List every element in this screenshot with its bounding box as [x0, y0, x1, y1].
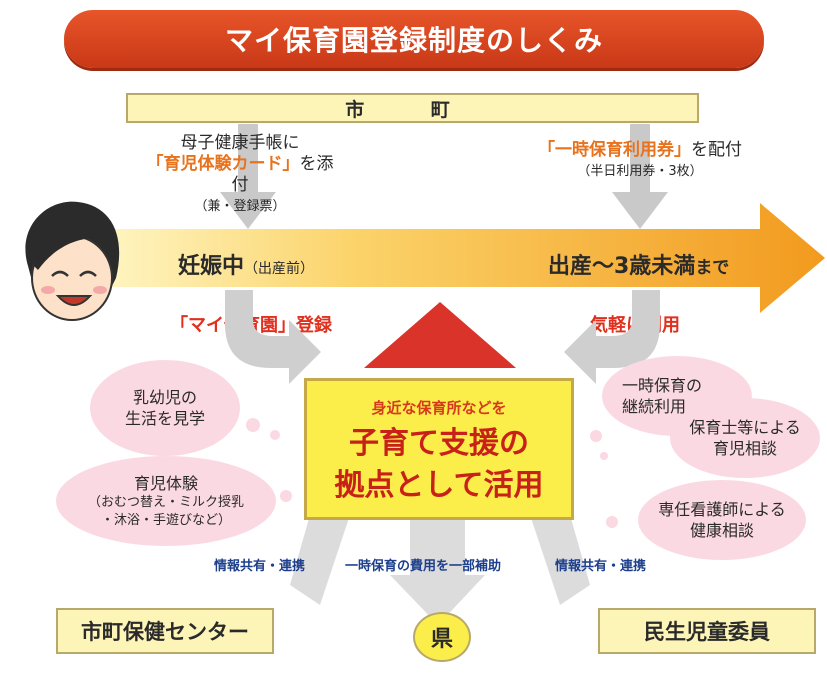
timeline-arrow [100, 203, 825, 313]
bubble-consult-line2: 育児相談 [712, 439, 777, 458]
pregnancy-label: 妊娠中 [178, 254, 245, 279]
bubble-experience-title: 育児体験 [133, 473, 198, 493]
period-after-birth: 出産～3歳未満まで [548, 248, 729, 280]
down-arrow-left-icon [220, 124, 276, 229]
hub-sub: 身近な保育所などを [371, 399, 507, 417]
left-note-line2-suffix: を添付 [231, 154, 334, 195]
city-bar: 市 町 [126, 93, 699, 123]
prefecture-label: 県 [430, 627, 453, 652]
bubble-nurse: 専任看護師による 健康相談 [638, 480, 806, 560]
welfare-label: 民生児童委員 [644, 620, 770, 644]
bubble-nurse-line2: 健康相談 [689, 521, 754, 540]
left-note: 母子健康手帳に 「育児体験カード」を添付 （兼・登録票） [140, 133, 340, 217]
after-birth-sub: まで [695, 258, 730, 278]
period-pregnancy: 妊娠中（出産前） [178, 248, 314, 280]
right-note-suffix: を配付 [691, 140, 742, 160]
curved-arrow-left-icon [225, 290, 321, 384]
hub-line1: 子育て支援の [349, 426, 529, 461]
bubble-nurse-line1: 専任看護師による [658, 500, 786, 519]
link-left: 情報共有・連携 [214, 559, 306, 574]
bubble-dot [280, 490, 292, 502]
left-note-sub: （兼・登録票） [194, 199, 286, 214]
health-center-label: 市町保健センター [81, 620, 249, 644]
bubble-consult: 保育士等による 育児相談 [670, 398, 820, 478]
bubble-experience: 育児体験 （おむつ替え・ミルク授乳 ・沐浴・手遊びなど） [56, 456, 276, 546]
bubble-dot [600, 452, 608, 460]
bubble-experience-detail2: ・沐浴・手遊びなど） [100, 512, 231, 528]
title-banner: マイ保育園登録制度のしくみ [64, 10, 764, 68]
welfare-box: 民生児童委員 [598, 608, 816, 654]
left-note-line1: 母子健康手帳に [180, 133, 300, 153]
ticket-label: 「一時保育利用券」 [538, 140, 691, 160]
bubble-experience-detail1: （おむつ替え・ミルク授乳 [87, 494, 244, 510]
link-center: 一時保育の費用を一部補助 [345, 559, 502, 574]
curved-arrow-right-icon [564, 290, 660, 384]
bubble-consult-line1: 保育士等による [689, 418, 801, 437]
bubble-temp-care-line1: 一時保育の [622, 376, 703, 395]
bubble-dot [606, 516, 618, 528]
hub-line2: 拠点として活用 [334, 468, 544, 503]
hub-box: 身近な保育所などを 子育て支援の 拠点として活用 [304, 378, 574, 520]
bubble-dot [590, 430, 602, 442]
city-label: 市 町 [345, 98, 480, 121]
link-right: 情報共有・連携 [555, 559, 647, 574]
bubble-observe: 乳幼児の 生活を見学 [90, 360, 240, 456]
roof-icon [364, 302, 516, 368]
bubble-temp-care-line2: 継続利用 [622, 397, 687, 416]
down-arrow-right-icon [612, 124, 668, 229]
mother-face-icon [25, 201, 120, 321]
page-title: マイ保育園登録制度のしくみ [224, 24, 604, 57]
prefecture-circle: 県 [413, 612, 471, 662]
pregnancy-sub: （出産前） [244, 261, 315, 277]
bubble-observe-line2: 生活を見学 [124, 409, 205, 428]
health-center-box: 市町保健センター [56, 608, 274, 654]
childcare-card-label: 「育児体験カード」 [146, 154, 300, 174]
down-arrows-hub-icon [290, 515, 590, 625]
bubble-observe-line1: 乳幼児の [132, 388, 197, 407]
bubble-dot [246, 418, 260, 432]
bubble-dot [270, 430, 280, 440]
right-note: 「一時保育利用券」を配付 （半日利用券・3枚） [510, 140, 770, 182]
right-note-sub: （半日利用券・3枚） [577, 164, 703, 179]
after-birth-label: 出産～3歳未満 [548, 254, 696, 279]
